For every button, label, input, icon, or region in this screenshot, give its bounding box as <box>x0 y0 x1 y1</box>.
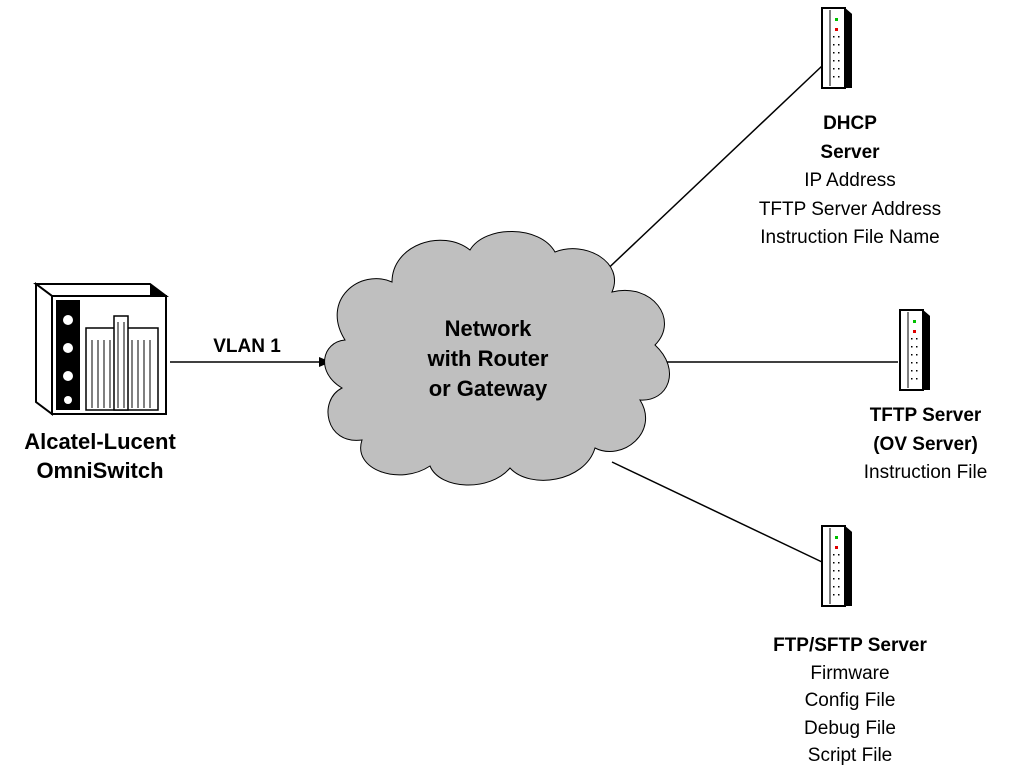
ftp-server-label: FTP/SFTP Server Firmware Config File Deb… <box>740 632 960 770</box>
dhcp-item: Instruction File Name <box>760 227 940 248</box>
vlan-label: VLAN 1 <box>213 336 281 357</box>
network-label-line3: or Gateway <box>429 376 548 401</box>
dhcp-title-line2: Server <box>820 141 880 163</box>
omniswitch-name-line2: OmniSwitch <box>36 457 164 483</box>
omniswitch-name-line1: Alcatel-Lucent <box>24 429 176 454</box>
tftp-title-line2: (OV Server) <box>873 433 978 455</box>
ftp-item: Script File <box>807 745 893 767</box>
tftp-title-line1: TFTP Server <box>869 405 982 426</box>
dhcp-title-line1: DHCP <box>823 113 877 134</box>
network-cloud <box>324 231 670 486</box>
tftp-server-icon <box>899 309 931 391</box>
dhcp-item: IP Address <box>804 170 896 191</box>
ftp-item: Firmware <box>810 662 890 684</box>
dhcp-server-label: DHCP Server IP Address TFTP Server Addre… <box>730 110 970 253</box>
ftp-item: Config File <box>804 690 896 712</box>
dhcp-server-icon <box>821 7 853 89</box>
network-label-line2: with Router <box>427 346 549 371</box>
dhcp-link-line <box>597 65 823 279</box>
dhcp-item: TFTP Server Address <box>758 198 942 220</box>
ftp-link-line <box>611 461 823 563</box>
ftp-title: FTP/SFTP Server <box>773 635 927 656</box>
omniswitch-icon <box>33 282 169 416</box>
ftp-server-icon <box>821 525 853 607</box>
tftp-server-label: TFTP Server (OV Server) Instruction File <box>838 402 1013 488</box>
network-label-line1: Network <box>445 316 533 341</box>
tftp-item: Instruction File <box>863 462 988 483</box>
ftp-item: Debug File <box>804 717 896 739</box>
omniswitch-label: Alcatel-Lucent OmniSwitch <box>2 428 198 485</box>
